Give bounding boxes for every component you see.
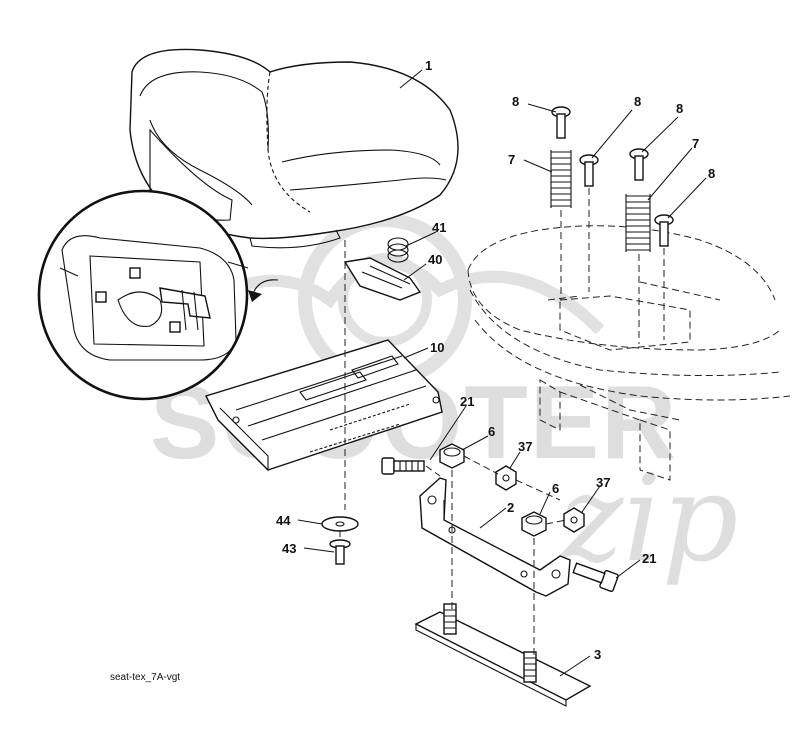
latch-spring xyxy=(387,237,409,263)
callout-1: 1 xyxy=(425,58,432,73)
seat-latch-detail-view xyxy=(37,189,279,401)
callout-7: 7 xyxy=(692,136,699,151)
screws-8 xyxy=(551,106,674,247)
callout-10: 10 xyxy=(430,340,444,355)
bolt-21-left xyxy=(381,457,425,475)
spring-7-right xyxy=(625,194,651,252)
callout-6: 6 xyxy=(488,424,495,439)
locknut-37-upper xyxy=(495,465,517,491)
callout-labels: 1 8 8 8 7 7 8 41 40 10 21 6 37 2 6 37 44… xyxy=(276,58,715,662)
bolt-head-icon xyxy=(95,291,107,303)
callout-8: 8 xyxy=(708,166,715,181)
locknut-37-lower xyxy=(563,507,585,533)
tractor-frame-outline xyxy=(467,225,791,481)
callout-41: 41 xyxy=(432,220,446,235)
seat-latch-bracket xyxy=(343,257,422,301)
seat-bracket xyxy=(419,477,571,597)
leader-lines xyxy=(297,69,707,677)
callout-3: 3 xyxy=(594,647,601,662)
washer-44 xyxy=(321,516,359,532)
bolt-head-icon xyxy=(129,267,141,279)
seat xyxy=(129,48,459,249)
assembly-centerlines xyxy=(339,188,665,656)
nut-6-lower xyxy=(521,511,547,537)
nut-6-upper xyxy=(439,443,465,469)
callout-37: 37 xyxy=(596,475,610,490)
callout-21: 21 xyxy=(460,394,474,409)
callout-44: 44 xyxy=(276,513,291,528)
bolt-43 xyxy=(329,539,351,565)
callout-43: 43 xyxy=(282,541,296,556)
callout-21: 21 xyxy=(642,551,656,566)
seat-pan xyxy=(205,339,443,472)
callout-2: 2 xyxy=(507,500,514,515)
callout-8: 8 xyxy=(676,101,683,116)
callout-7: 7 xyxy=(508,152,515,167)
callout-8: 8 xyxy=(512,94,519,109)
spring-7-left xyxy=(550,150,572,208)
callout-8: 8 xyxy=(634,94,641,109)
callout-40: 40 xyxy=(428,252,442,267)
callout-6: 6 xyxy=(552,481,559,496)
bolt-head-icon xyxy=(169,321,181,333)
diagram-caption: seat-tex_7A-vgt xyxy=(110,672,180,683)
callout-37: 37 xyxy=(518,439,532,454)
bolt-21-right xyxy=(572,562,619,592)
base-plate xyxy=(414,603,592,707)
